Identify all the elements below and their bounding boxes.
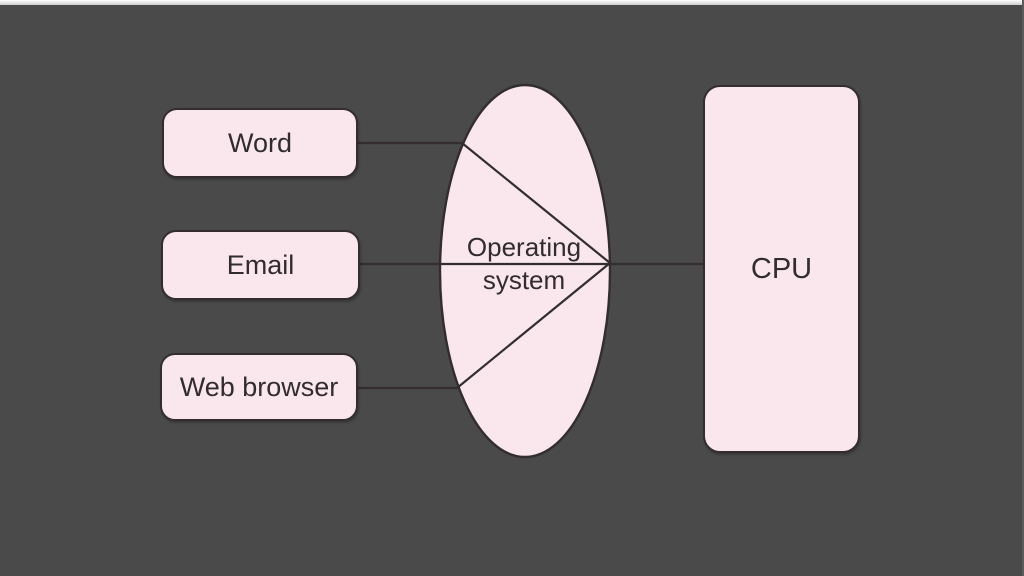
- right-edge-highlight: [1022, 0, 1024, 576]
- node-email-label: Email: [226, 249, 295, 280]
- node-cpu-label: CPU: [750, 252, 813, 285]
- node-os-label: Operating system: [424, 231, 624, 297]
- os-label-line1: Operating: [466, 232, 582, 262]
- os-ellipse-shape: [438, 83, 612, 459]
- node-web-browser: Web browser: [160, 353, 358, 421]
- window-top-strip: [0, 0, 1024, 5]
- os-label-line2: system: [482, 265, 566, 295]
- connector-web-to-os: [358, 262, 611, 390]
- node-word: Word: [162, 108, 358, 178]
- node-email: Email: [161, 230, 360, 300]
- node-web-browser-label: Web browser: [179, 371, 339, 402]
- node-cpu: CPU: [703, 85, 860, 453]
- node-word-label: Word: [227, 127, 293, 158]
- connector-word-to-os: [358, 141, 611, 264]
